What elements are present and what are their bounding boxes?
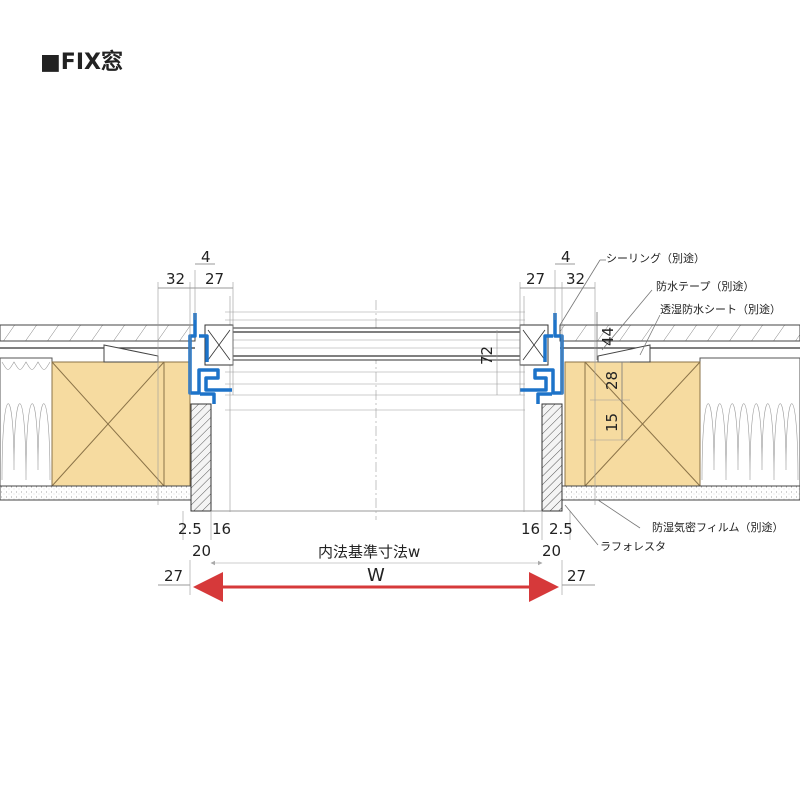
reveal-left bbox=[190, 403, 212, 512]
insulation-left bbox=[0, 357, 53, 487]
dim-v-28: 28 bbox=[603, 371, 621, 390]
callout-leaders bbox=[559, 259, 661, 546]
callout-lath-board: ラフォレスタ bbox=[600, 540, 666, 553]
insulation-right bbox=[699, 357, 800, 487]
dim-top-27-right: 27 bbox=[526, 270, 545, 288]
frame-right bbox=[519, 313, 564, 404]
top-dimensions bbox=[157, 263, 596, 505]
dim-top-27-left: 27 bbox=[205, 270, 224, 288]
callout-breathable-sheet: 透湿防水シート（別途） bbox=[660, 302, 781, 316]
dim-bottom-27-right: 27 bbox=[567, 567, 586, 585]
dim-bottom-20-left: 20 bbox=[192, 542, 211, 560]
dim-bottom-2-5-right: 2.5 bbox=[549, 520, 573, 538]
stud-left bbox=[51, 361, 191, 487]
dim-bottom-20-right: 20 bbox=[542, 542, 561, 560]
callout-moisture-film: 防湿気密フィルム（別途） bbox=[652, 520, 784, 534]
callout-waterproof-tape: 防水テープ（別途） bbox=[656, 279, 754, 293]
dim-v-72: 72 bbox=[478, 346, 496, 365]
dim-top-4-right: 4 bbox=[561, 248, 571, 266]
frame-left bbox=[188, 313, 234, 404]
dim-W-label: W bbox=[367, 565, 385, 586]
interior-board bbox=[0, 485, 800, 501]
reveal-right bbox=[541, 403, 563, 512]
diagram-title: ■FIX窓 bbox=[40, 50, 123, 75]
callout-sealing: シーリング（別途） bbox=[606, 251, 705, 265]
dim-bottom-2-5-left: 2.5 bbox=[178, 520, 202, 538]
dim-v-15: 15 bbox=[603, 413, 621, 432]
glass-unit bbox=[224, 311, 526, 411]
dim-top-4-left: 4 bbox=[201, 248, 211, 266]
dim-bottom-27-left: 27 bbox=[164, 567, 183, 585]
stud-right bbox=[564, 361, 701, 487]
dim-top-32-left: 32 bbox=[166, 270, 185, 288]
dim-bottom-16-left: 16 bbox=[212, 520, 231, 538]
dim-bottom-16-right: 16 bbox=[521, 520, 540, 538]
dim-top-32-right: 32 bbox=[566, 270, 585, 288]
dim-inner-standard-label: 内法基準寸法w bbox=[318, 543, 420, 561]
bottom-dimensions bbox=[158, 511, 595, 602]
vertical-dimensions bbox=[496, 312, 630, 441]
dim-v-44: 44 bbox=[599, 327, 617, 346]
